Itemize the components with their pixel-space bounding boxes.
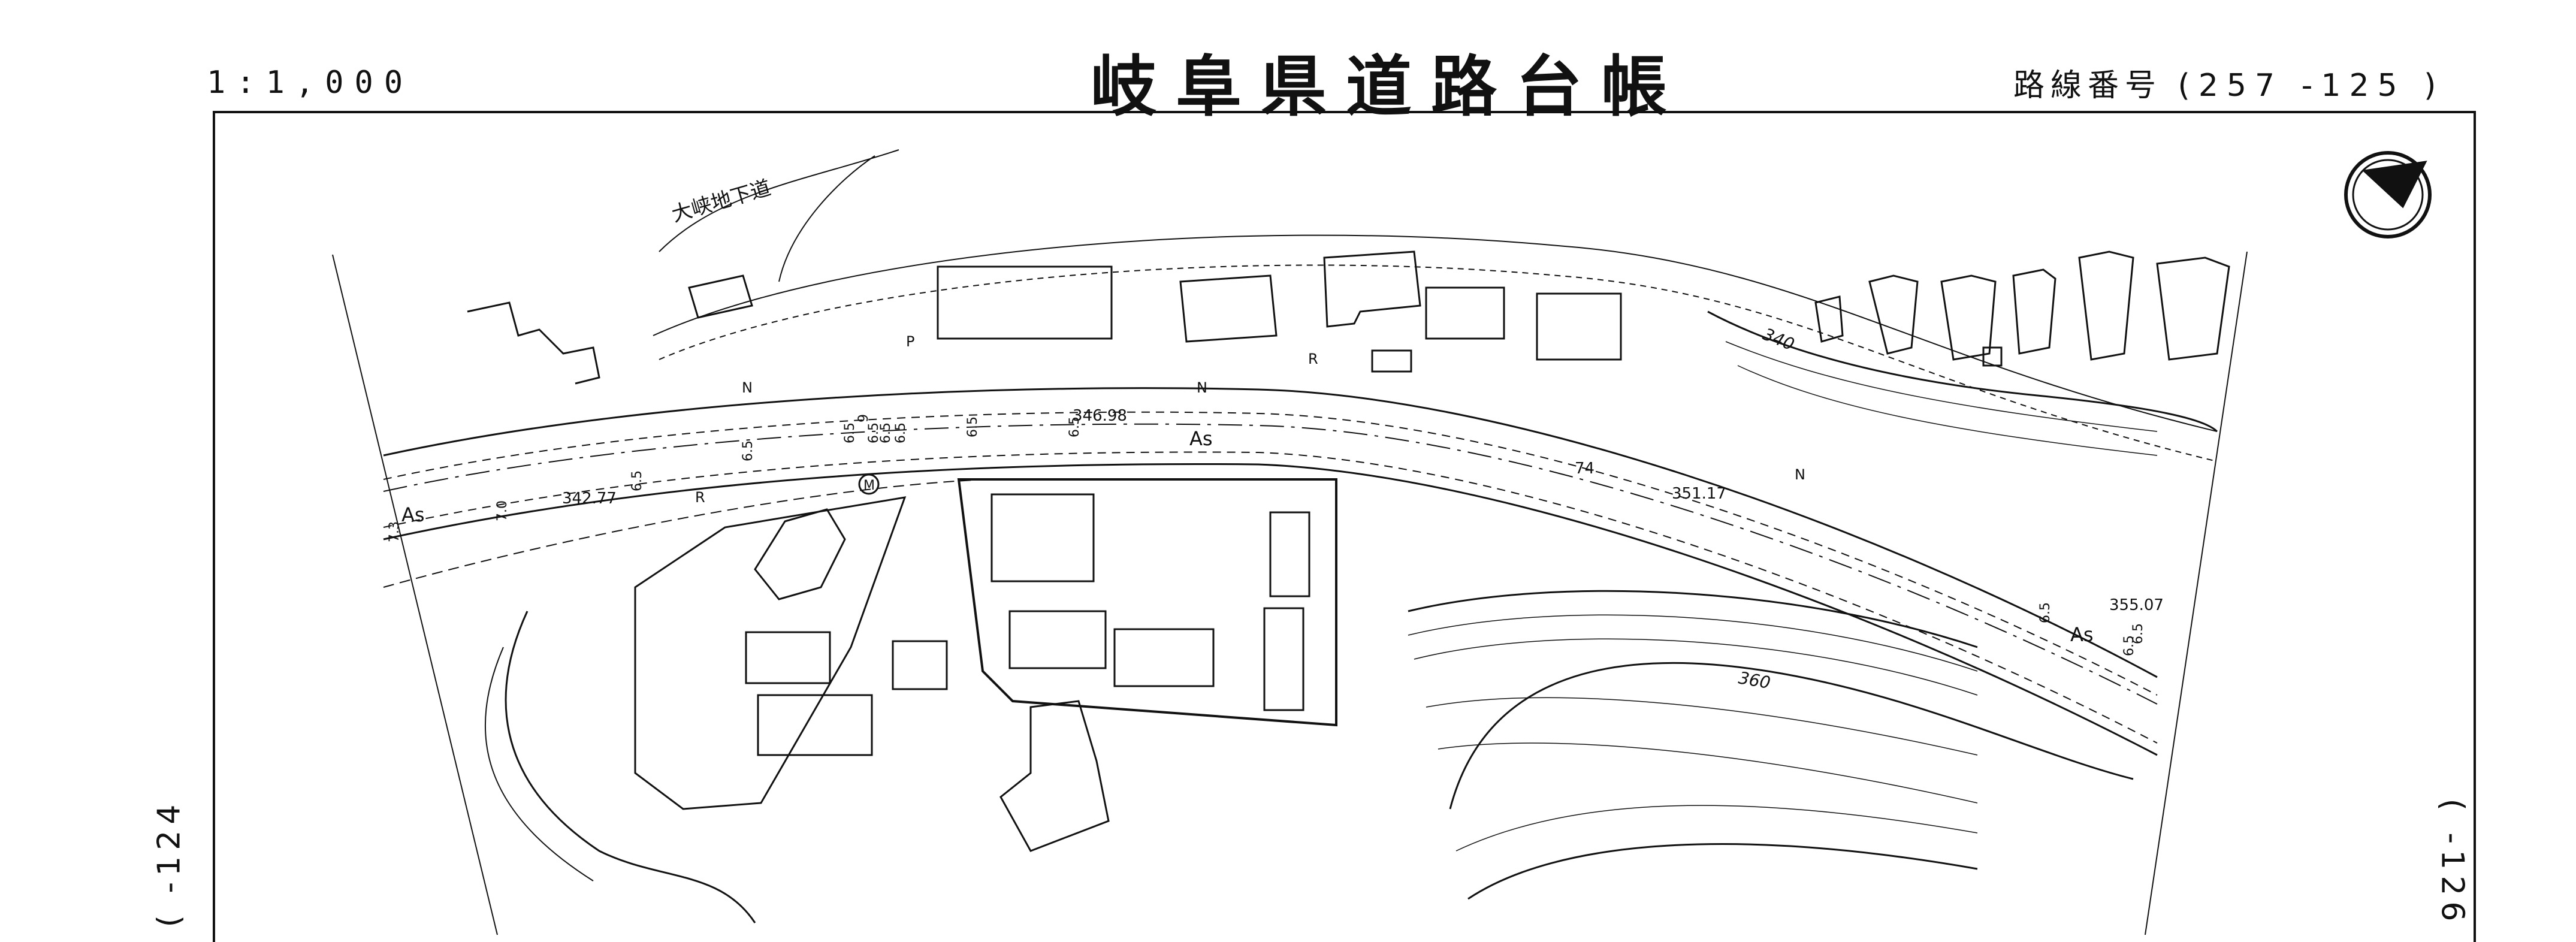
map-letter: N <box>1197 379 1207 396</box>
map-letter: R <box>695 489 705 506</box>
map-scale: 1:1,000 <box>207 65 414 101</box>
road-edges <box>383 387 2158 756</box>
width-label: 9 <box>856 414 871 422</box>
width-label: 6.5 <box>2038 602 2053 623</box>
place-label: 大峡地下道 <box>669 176 773 227</box>
manhole-label: M <box>863 478 875 493</box>
lower-buildings <box>634 478 1337 852</box>
width-label: 6.5 <box>842 422 857 443</box>
surface-label: As <box>1189 427 1213 450</box>
route-prefix: 路線番号 <box>2013 68 2163 104</box>
map-letter: N <box>1795 466 1805 483</box>
point-label: 74 <box>1575 460 1594 478</box>
width-label: 6.5 <box>2131 623 2146 644</box>
manhole-icon <box>858 473 880 495</box>
contour-lines <box>1408 310 2218 900</box>
width-label: 6.5 <box>965 416 980 437</box>
surface-label: As <box>401 503 425 526</box>
elevation-label: 355.07 <box>2109 596 2164 614</box>
contour-label: 340 <box>1760 324 1797 355</box>
map-frame <box>213 111 2476 942</box>
map-letter: P <box>906 333 914 350</box>
elevation-label: 351.17 <box>1672 485 1726 503</box>
elevation-label: 346.98 <box>1073 407 1127 425</box>
surface-label: As <box>2070 623 2094 646</box>
width-label: 6.5 <box>1067 416 1082 437</box>
width-label: 7.0 <box>495 500 510 521</box>
route-number: 路線番号 (257 -125 ) <box>2013 60 2444 105</box>
width-label: 6.5 <box>893 422 908 443</box>
map-letter: R <box>1308 351 1318 367</box>
width-label: 6.5 <box>741 440 756 461</box>
buildings <box>467 250 2230 385</box>
map-letter: N <box>742 379 753 396</box>
width-label: 6.5 <box>866 422 881 443</box>
width-label: 6.5 <box>878 422 893 443</box>
width-label: 6.5 <box>2122 635 2137 656</box>
width-label: 7.3 <box>387 521 402 542</box>
width-label: 6.5 <box>630 470 645 491</box>
elevation-label: 342.77 <box>562 490 617 508</box>
north-arrow-icon <box>2344 151 2432 238</box>
route-number-value: (257 -125 ) <box>2178 68 2445 104</box>
